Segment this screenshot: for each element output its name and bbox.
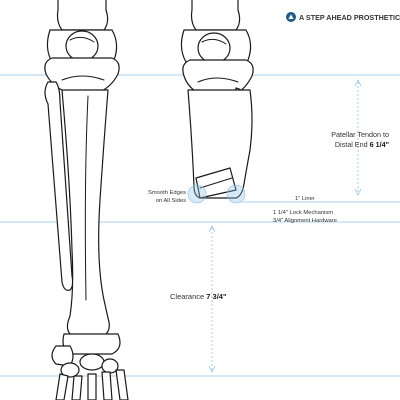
clearance-dimension: Clearance 7 3/4"	[170, 225, 227, 373]
right-tibial-plateau-detail	[197, 77, 239, 83]
clearance-arrow-down	[208, 365, 216, 373]
smooth-label-line2: on All Sides	[156, 198, 186, 204]
left-metatarsal-2	[71, 375, 83, 400]
left-leg-skeleton	[44, 0, 129, 400]
right-patella	[197, 32, 231, 64]
tendon-value: 6 1/4"	[370, 140, 389, 149]
liner-label: 1" Liner	[295, 196, 315, 202]
smooth-label-line1: Smooth Edges	[148, 190, 186, 196]
tendon-arrow-up	[354, 79, 362, 87]
clearance-label: Clearance 7 3/4"	[170, 292, 227, 301]
brand-name: A STEP AHEAD PROSTHETICS	[299, 13, 400, 22]
smooth-edges-highlights	[187, 184, 246, 204]
prosthetic-socket	[187, 89, 253, 199]
left-femur	[56, 0, 109, 31]
right-tibial-plateau	[182, 59, 254, 95]
right-femur	[190, 0, 241, 31]
tendon-label-line2: Distal End 6 1/4"	[335, 140, 389, 149]
right-tibia-cut-line	[199, 177, 233, 189]
left-metatarsal-3	[87, 373, 97, 400]
right-patella-detail	[201, 38, 227, 45]
smooth-edge-highlight-left	[187, 184, 207, 204]
left-tibia-crest	[84, 95, 89, 301]
left-tibial-plateau	[44, 57, 120, 93]
left-fibula	[44, 81, 74, 291]
left-cuboid	[60, 362, 80, 378]
right-leg-residual-limb	[180, 0, 254, 199]
clearance-arrow-up	[208, 225, 216, 233]
left-navicular	[79, 353, 105, 371]
tendon-dimension: Patellar Tendon to Distal End 6 1/4"	[331, 79, 389, 196]
tendon-label-text: Distal End	[335, 140, 368, 149]
left-metatarsal-1	[55, 373, 69, 400]
left-tibial-plateau-detail	[61, 75, 105, 81]
clearance-value: 7 3/4"	[206, 292, 227, 301]
left-patella-detail	[69, 36, 95, 43]
brand-logo: A STEP AHEAD PROSTHETICS	[286, 12, 400, 22]
clearance-label-text: Clearance	[170, 292, 204, 301]
lock-label: 1 1/4" Lock Mechanism	[273, 210, 333, 216]
tendon-arrow-down	[354, 188, 362, 196]
smooth-edge-highlight-right	[226, 184, 246, 204]
brand-logo-mark	[288, 14, 294, 19]
alignment-label: 3/4" Alignment Hardware	[273, 218, 337, 224]
left-metatarsal-5	[115, 369, 129, 400]
left-patella	[65, 30, 99, 62]
tendon-label-line1: Patellar Tendon to	[331, 130, 389, 139]
left-talus	[62, 333, 121, 355]
left-metatarsal-4	[101, 371, 113, 400]
